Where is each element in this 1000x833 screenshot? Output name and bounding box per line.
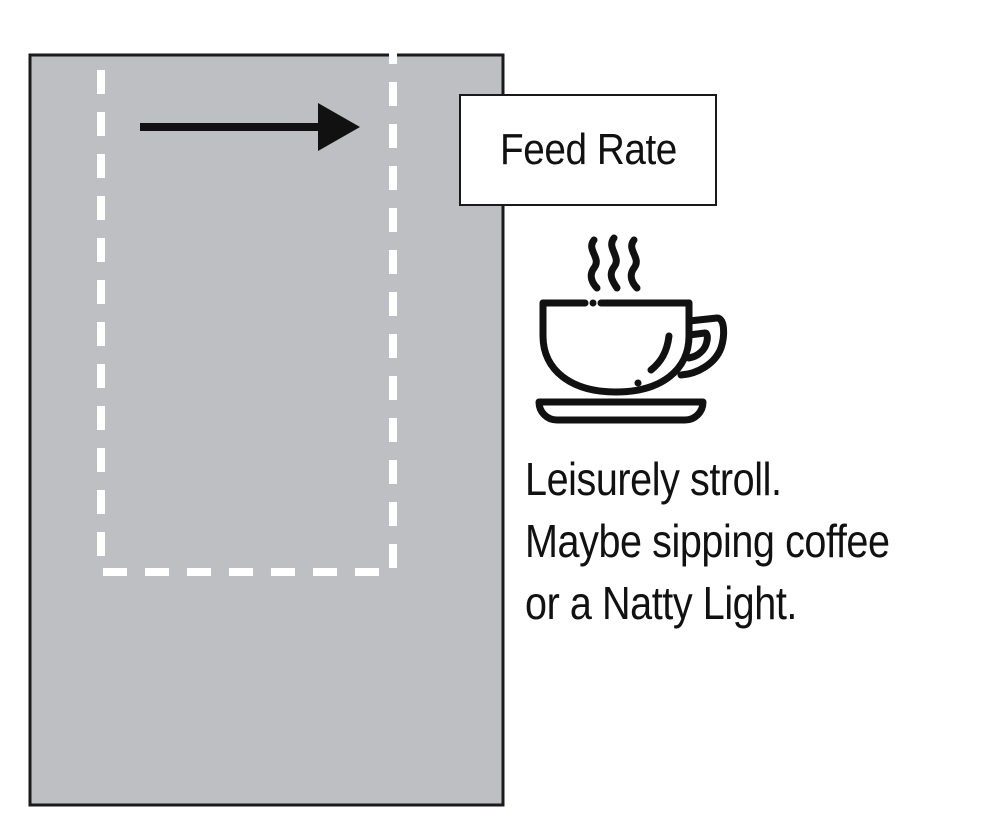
arrow-right-icon	[140, 103, 360, 151]
caption-line: Leisurely stroll.	[525, 453, 782, 505]
coffee-cup-icon	[535, 234, 728, 424]
rim-dot	[589, 299, 597, 307]
cup-handle-inner	[685, 329, 711, 362]
cup-shine	[647, 332, 673, 374]
caption-text: Leisurely stroll. Maybe sipping coffee o…	[525, 448, 929, 634]
saucer	[535, 398, 707, 424]
caption-line: Maybe sipping coffee	[525, 515, 890, 567]
shine-dot	[634, 379, 642, 387]
feed-rate-label-box: Feed Rate	[459, 94, 717, 206]
feed-rate-label: Feed Rate	[499, 125, 677, 174]
cup-handle	[677, 314, 728, 379]
steam-wisp-3	[627, 236, 641, 292]
workpiece-panel	[28, 53, 505, 807]
cup-body	[539, 299, 693, 396]
tool-path-dashed-line	[97, 52, 397, 576]
caption-line: or a Natty Light.	[525, 577, 797, 629]
steam-wisp-2	[607, 234, 621, 292]
steam-wisp-1	[587, 236, 601, 292]
